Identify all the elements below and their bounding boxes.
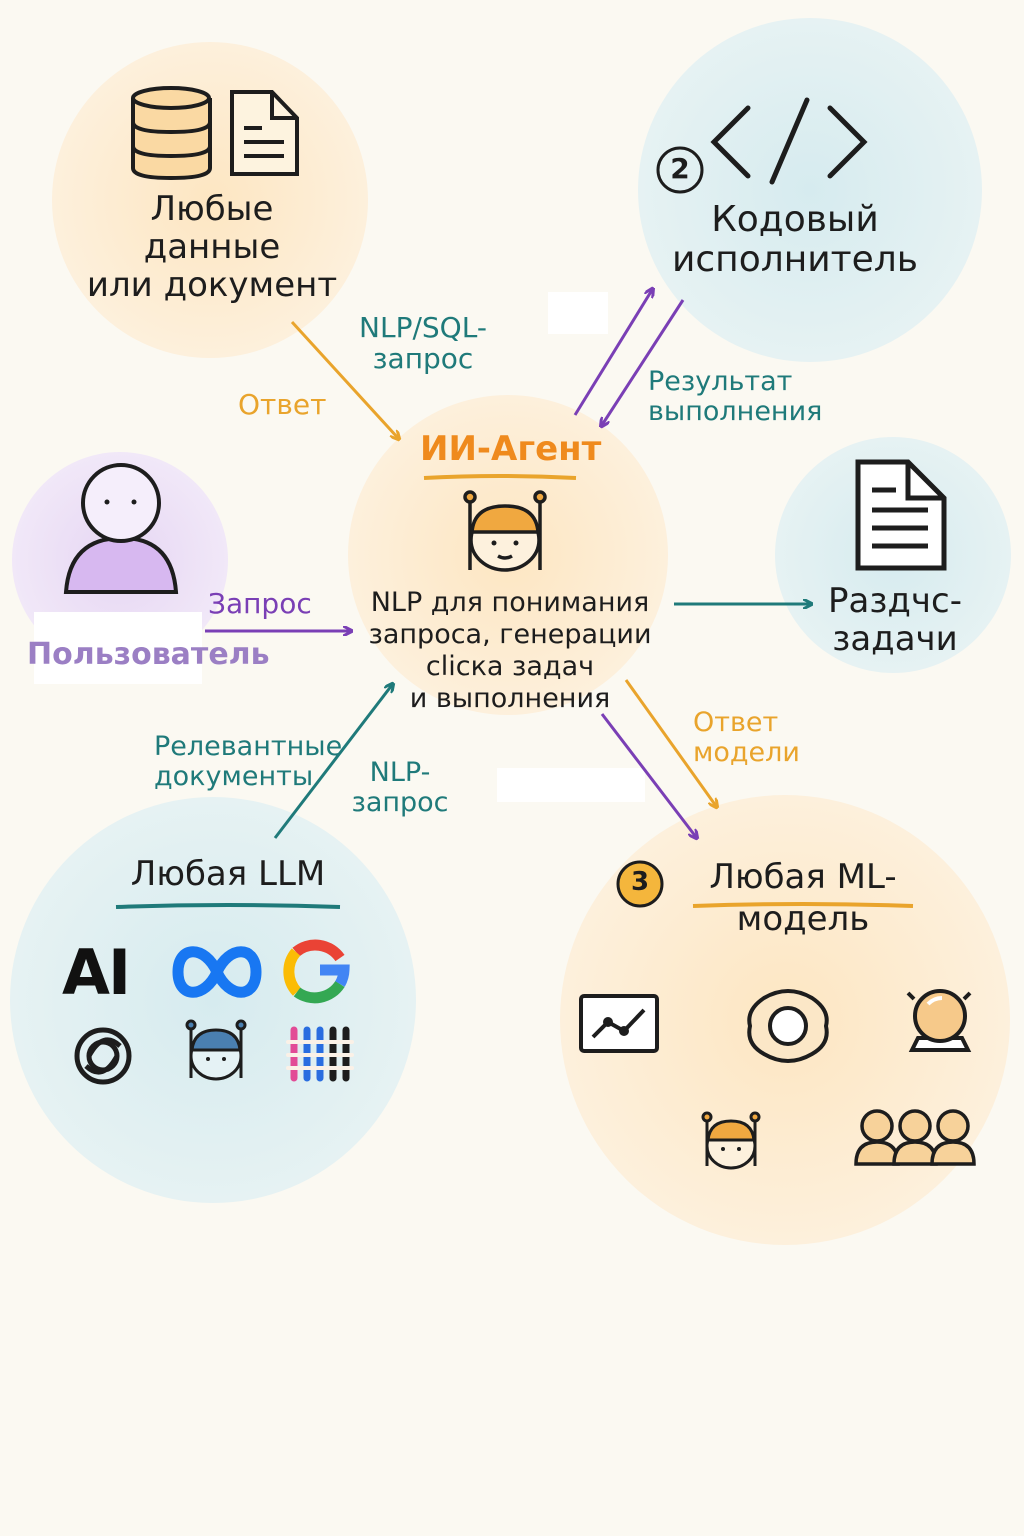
edge-label-line: Релевантные: [154, 731, 343, 762]
step-number-badge: [616, 860, 664, 908]
ml-model-title-line: модель: [736, 899, 870, 940]
meta-logo: [172, 946, 262, 998]
edge-label-line: NLP/SQL-: [359, 311, 487, 344]
data-source-title-line: данные: [143, 227, 281, 268]
edge-label-answer: Ответ: [238, 388, 327, 421]
openai-logo: [74, 1027, 132, 1085]
edge-label-nlp-request: NLP- запрос: [348, 757, 452, 819]
ml-title-underline: [692, 902, 914, 908]
subtasks-title-line: задачи: [832, 619, 958, 660]
mistral-logo: [286, 1026, 354, 1082]
user-icon: [63, 463, 179, 594]
llm-title-underline: [115, 903, 341, 909]
step-number: 2: [670, 152, 690, 185]
paper-patch: [548, 292, 608, 334]
ml-model-title-line: Любая ML-: [709, 857, 897, 897]
edge-agent-to-ml: [600, 713, 696, 837]
edge-label-line: Результат: [648, 366, 793, 397]
data-source-title-line: или документ: [86, 265, 338, 306]
agent-title-underline: [423, 474, 577, 480]
edge-label-line: Ответ: [693, 707, 779, 738]
agent-description: NLP для понимания запроса, генерации сli…: [340, 587, 680, 714]
edge-label-line: документы: [154, 761, 314, 793]
document-icon: [230, 90, 299, 176]
edge-label-exec-result: Результат выполнения: [648, 366, 823, 428]
step-number-badge: [656, 146, 704, 194]
data-source-title: Любые данные или документ: [72, 190, 352, 304]
llm-title: Любая LLM: [130, 854, 326, 894]
database-icon: [131, 86, 212, 181]
google-logo: [283, 939, 350, 1004]
code-executor-title-line: Кодовый: [711, 199, 879, 240]
code-executor-circle: [638, 18, 982, 362]
edge-label-line: запрос: [351, 787, 449, 819]
paper-patch: [497, 768, 645, 802]
step-number: 3: [630, 867, 650, 897]
subtasks-title-line: Раздчс-: [828, 581, 962, 621]
user-title: Пользователь: [27, 637, 270, 672]
edge-agent-to-code: [573, 290, 652, 416]
edge-data-to-agent: [290, 320, 398, 438]
ai-logo: AI: [62, 936, 131, 1009]
llm-circle: [10, 797, 416, 1203]
code-executor-title-line: исполнитель: [671, 239, 919, 281]
edge-label-line: NLP-: [369, 757, 431, 788]
subtasks-title: Раздчс- задачи: [815, 582, 975, 658]
edge-label-model-answer: Ответ модели: [693, 707, 800, 769]
robot-icon: [463, 490, 547, 572]
edge-label-line: запрос: [372, 342, 474, 376]
paper-patch: [34, 612, 202, 684]
agent-description-line: сliска задач: [425, 650, 595, 682]
document-icon: [855, 459, 947, 571]
chart-icon: [579, 994, 659, 1053]
gear-icon: [747, 989, 829, 1063]
code-brackets-icon: [710, 97, 868, 185]
agent-title: ИИ-Агент: [420, 429, 602, 469]
group-icon: [854, 1109, 976, 1166]
edge-llm-to-agent: [273, 685, 392, 839]
agent-description-line: NLP для понимания: [370, 587, 650, 618]
crystal-ball-icon: [906, 989, 972, 1052]
edge-label-line: выполнения: [648, 396, 823, 428]
edge-label-nlp-sql: NLP/SQL- запрос: [338, 312, 508, 375]
edge-label-line: модели: [693, 737, 800, 769]
edge-ml-to-agent: [624, 679, 716, 806]
robot-icon: [701, 1111, 761, 1170]
edge-code-to-agent: [602, 299, 685, 425]
data-source-title-line: Любые: [150, 189, 274, 229]
robot-icon: [185, 1019, 247, 1081]
ml-model-title: Любая ML- модель: [680, 858, 926, 938]
agent-description-line: и выполнения: [409, 682, 611, 714]
edge-label-relevant-docs: Релевантные документы: [154, 731, 343, 793]
agent-description-line: запроса, генерации: [368, 618, 652, 650]
code-executor-title: Кодовый исполнитель: [650, 199, 940, 281]
edge-label-request: Запрос: [208, 587, 312, 620]
